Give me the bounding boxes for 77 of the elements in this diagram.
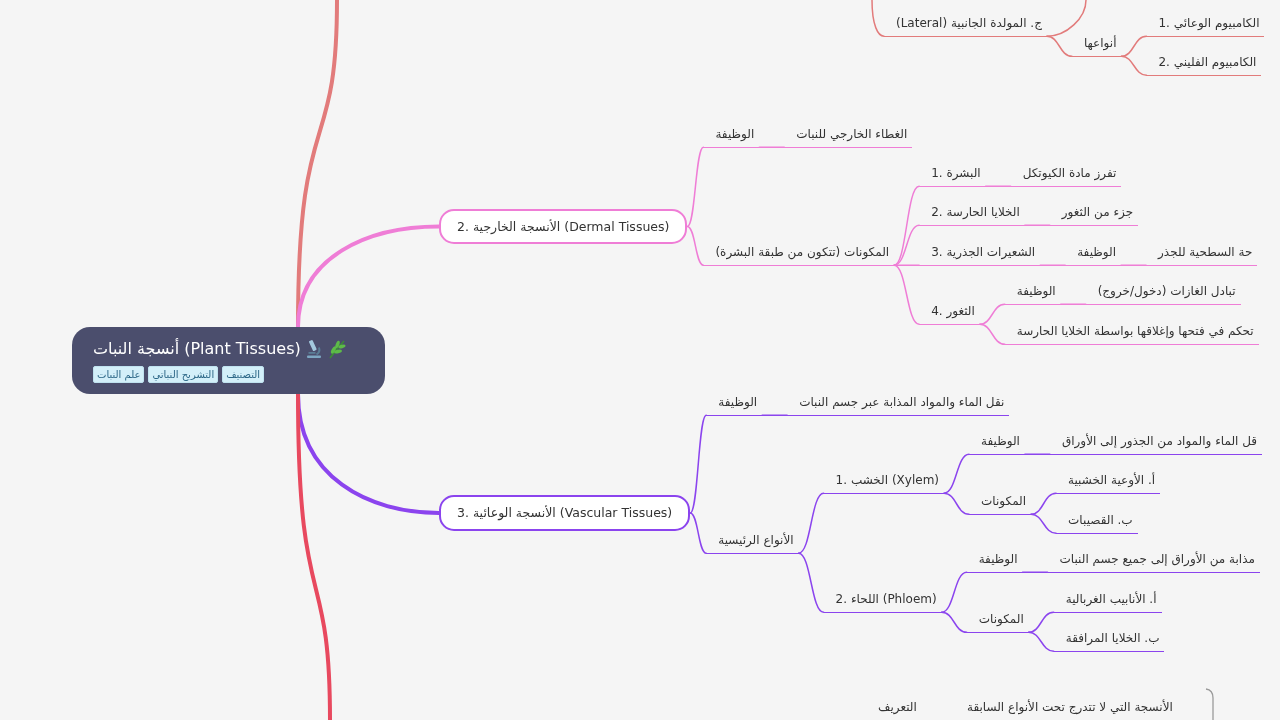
branch-line (689, 414, 707, 514)
branch-line (689, 512, 707, 554)
branch-line (893, 185, 920, 266)
subtopic: الوظيفة (969, 433, 1025, 455)
tag: التصنيف (222, 366, 265, 383)
branch-line (893, 224, 920, 266)
topic-text: الأنسجة التي لا تتدرج تحت الأنواع السابقة (967, 699, 1173, 715)
subtopic: ب. القصيبات (1056, 512, 1138, 534)
central-topic (72, 327, 385, 394)
branch-line (761, 414, 788, 416)
topic-box: 2. الأنسجة الخارجية (Dermal Tissues) (439, 209, 688, 244)
subtopic: قل الماء والمواد من الجذور إلى الأوراق (1049, 433, 1263, 455)
subtopic: 2. الخلايا الحارسة (919, 204, 1025, 226)
branch-line (979, 303, 1006, 325)
subtopic: 1. الخشب (Xylem) (823, 472, 944, 494)
branch-line (1120, 35, 1148, 57)
branch-line (686, 225, 705, 266)
subtopic: ج. المولدة الجانبية (Lateral) (884, 15, 1047, 37)
subtopic: الوظيفة (703, 126, 760, 148)
branch-line (758, 146, 786, 148)
branch-line (940, 571, 968, 613)
branch-line (893, 264, 920, 325)
subtopic: 1. الكامبيوم الوعائي (1146, 15, 1265, 37)
branch-line (1059, 303, 1087, 305)
branch-line (1120, 264, 1147, 266)
subtopic: تحكم في فتحها وإغلاقها بواسطة الخلايا الحارسة (1004, 323, 1259, 345)
subtopic: حة السطحية للجذر (1146, 244, 1258, 266)
branch-line (1046, 0, 1087, 37)
branch-line (1021, 571, 1049, 573)
branch-line (1030, 492, 1057, 515)
subtopic: الغطاء الخارجي للنبات (784, 126, 913, 148)
tag: التشريح النباتي (148, 366, 219, 383)
branch-line (1024, 453, 1051, 455)
subtopic: الوظيفة (1065, 244, 1122, 266)
topic-title: أنسجة النبات (Plant Tissues) (93, 338, 301, 360)
subtopic: تبادل الغازات (دخول/خروج) (1085, 283, 1241, 305)
subtopic: الوظيفة (966, 551, 1023, 573)
subtopic: المكونات (966, 611, 1029, 633)
branch-line (686, 146, 705, 228)
subtopic: المكونات (تتكون من طبقة البشرة) (703, 244, 895, 266)
branch-line (1027, 611, 1055, 633)
subtopic: الوظيفة (706, 394, 763, 416)
subtopic: الوظيفة (1004, 283, 1061, 305)
topic-text: التعريف (878, 699, 917, 715)
branch-line (797, 552, 825, 613)
branch-line (943, 453, 970, 494)
subtopic: 3. الشعيرات الجذرية (919, 244, 1041, 266)
branch-line (1120, 55, 1148, 76)
branch-line (296, 392, 332, 720)
branch-line (871, 0, 885, 37)
subtopic: تفرز مادة الكيوتكل (1010, 165, 1122, 187)
branch-line (984, 185, 1012, 187)
branch-line (1039, 264, 1066, 266)
branch-line (943, 492, 970, 515)
subtopic: نقل الماء والمواد المذابة عبر جسم النبات (787, 394, 1010, 416)
branch-line (1030, 513, 1057, 534)
subtopic: 4. الثغور (919, 303, 980, 325)
subtopic: 2. اللحاء (Phloem) (823, 591, 942, 613)
subtopic: أ. الأوعية الخشبية (1056, 472, 1161, 494)
subtopic: ب. الخلايا المرافقة (1053, 630, 1165, 652)
branch-line (979, 323, 1006, 345)
branch-line (797, 492, 825, 554)
subtopic: 1. البشرة (919, 165, 986, 187)
subtopic: جزء من الثغور (1049, 204, 1139, 226)
subtopic: الأنواع الرئيسية (706, 532, 799, 554)
branch-line (1024, 224, 1051, 226)
topic-box: 3. الأنسجة الوعائية (Vascular Tissues) (439, 495, 691, 531)
subtopic: مذابة من الأوراق إلى جميع جسم النبات (1047, 551, 1260, 573)
branch-line (1046, 35, 1073, 57)
subtopic: أنواعها (1071, 35, 1122, 57)
subtopic: 2. الكامبيوم الفليني (1146, 54, 1262, 76)
branch-line (296, 224, 441, 329)
branch-line (1027, 631, 1055, 652)
tag: علم النبات (93, 366, 145, 383)
subtopic: المكونات (969, 493, 1032, 515)
branch-line (940, 611, 968, 633)
subtopic: أ. الأنابيب الغربالية (1053, 591, 1162, 613)
